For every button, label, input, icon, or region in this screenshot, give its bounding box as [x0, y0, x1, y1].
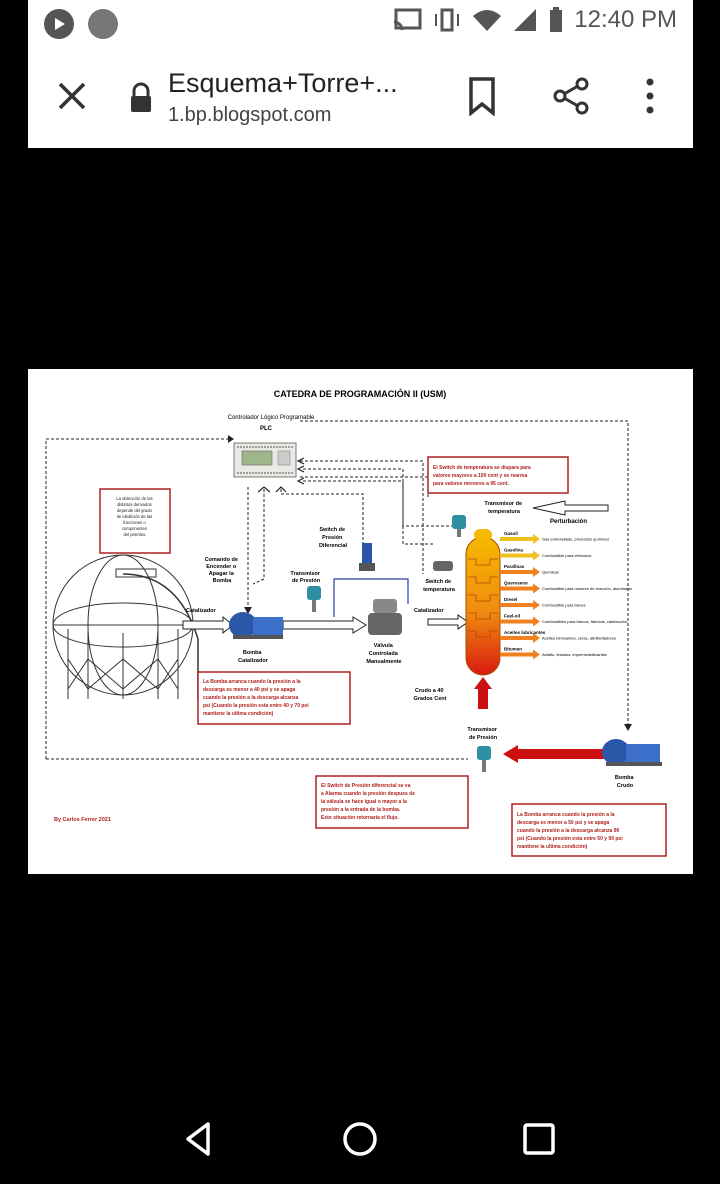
record-notification-icon [88, 9, 118, 39]
back-icon[interactable] [174, 1116, 224, 1162]
fraction-name: Aceites lubricantes [504, 630, 546, 635]
fraction-name: Gasolina [504, 548, 524, 553]
differential-switch-info-box: El Switch de Presión diferencial se va a… [315, 775, 469, 829]
cast-icon [394, 8, 422, 31]
fraction-use: Gas embotellado, productos químicos [542, 537, 609, 542]
fraction-use: Químicas [542, 570, 559, 575]
browser-toolbar: Esquema+Torre+... 1.bp.blogspot.com [28, 46, 693, 148]
fraction-arrow [500, 550, 540, 561]
catalyst-pump [229, 612, 283, 639]
fraction-use: Combustibles para barcos, fábricas, cale… [542, 619, 627, 624]
recents-icon[interactable] [514, 1116, 564, 1162]
fraction-name: Fuel-oil [504, 614, 520, 619]
fraction-name: Queroseno [504, 581, 528, 586]
fraction-arrow [500, 649, 540, 660]
transmisor-presion-label: Transmisor de Presión [290, 571, 321, 584]
control-valve [368, 599, 402, 635]
transmisor-temp-label: Transmisor de temperatura [484, 501, 523, 515]
fraction-use: Combustible para trenes [542, 603, 586, 608]
close-icon[interactable] [54, 78, 90, 114]
fraction-use: Aceites lubricantes, ceras, abrillantado… [542, 636, 616, 641]
differential-pressure-line [333, 578, 409, 617]
author-credit: By Carlos Ferrer 2021 [54, 817, 111, 823]
plc-short-label: PLC [260, 426, 273, 432]
svg-text:El Switch de Presión diferenci: El Switch de Presión diferencial se va a… [321, 783, 416, 821]
fraction-name: Parafinas [504, 564, 525, 569]
page-url[interactable]: 1.bp.blogspot.com [168, 104, 332, 126]
pressure-transmitter-bottom [477, 746, 491, 772]
switch-presion-label: Switch de Presión Diferencial [319, 527, 348, 549]
catalizador-label-left: Catalizador [186, 608, 217, 614]
more-options-icon[interactable] [640, 76, 660, 116]
signal-icon [514, 9, 537, 31]
diagram-title: CATEDRA DE PROGRAMACIÓN II (USM) [274, 388, 447, 399]
switch-temp-label: Switch de temperatura [423, 579, 456, 593]
transmisor-presion-bottom-label: Transmisor de Presión [467, 727, 498, 741]
fraction-name: Diesel [504, 597, 517, 602]
bomba-catalizador-label: Bomba Catalizador [238, 650, 269, 664]
bomba-crudo-label: Bomba Crudo [615, 775, 635, 789]
fraction-arrow [500, 600, 540, 610]
fraction-name: Bitumen [504, 647, 522, 652]
crudo-inlet-arrow [474, 677, 492, 709]
vibrate-icon [435, 8, 460, 32]
diagram-svg: CATEDRA DE PROGRAMACIÓN II (USM) Control… [45, 388, 667, 857]
temperature-switch [433, 561, 453, 571]
temperature-transmitter [452, 515, 466, 537]
fraction-name: Gasoil [504, 531, 518, 536]
svg-text:La obtención de los dist: La obtención de los distintos derivados … [116, 496, 154, 537]
clock: 12:40 PM [574, 6, 677, 33]
perturbacion-label: Perturbación [550, 519, 587, 525]
home-icon[interactable] [335, 1116, 385, 1162]
flow-arrows [182, 500, 609, 635]
battery-icon [550, 7, 563, 32]
fraction-use: Asfalto, lesados, impermeabilizantes [542, 652, 607, 657]
fraction-use: Combustible para motores de reacción, al… [542, 586, 633, 591]
comando-label: Comando de Encender o Apagar la Bomba [205, 557, 240, 584]
catalizador-label-right: Catalizador [414, 608, 445, 614]
valvula-label: Válvula Controlada Manualmente [366, 643, 401, 665]
catalyst-pump-info-box: La Bomba arranca cuando la presión a la … [197, 671, 351, 725]
bookmark-icon[interactable] [466, 76, 498, 116]
fraction-arrow [500, 567, 540, 577]
control-arrowheads [228, 435, 632, 731]
play-notification-icon [44, 9, 74, 39]
plc-label: Controlador Lógico Programable [228, 415, 315, 421]
fraction-use: Combustible para vehículos [542, 553, 591, 558]
fraction-arrow [500, 583, 540, 594]
navigation-bar [0, 1094, 720, 1184]
svg-text:La Bomba arranca cuando la pre: La Bomba arranca cuando la presión a la … [203, 679, 310, 717]
crudo-label: Crudo a 40 Grados Cent [413, 688, 446, 702]
crudo-flow-arrow [503, 745, 613, 763]
svg-text:La Bomba arranca cuando la pre: La Bomba arranca cuando la presión a la … [517, 812, 624, 850]
process-diagram-image[interactable]: CATEDRA DE PROGRAMACIÓN II (USM) Control… [28, 369, 693, 874]
fraction-arrow [500, 534, 540, 544]
pressure-transmitter [307, 586, 321, 612]
spherical-tank [52, 554, 199, 699]
plc-device [233, 442, 297, 478]
svg-text:El Switch de temperatura se di: El Switch de temperatura se dispara para… [433, 465, 532, 487]
distillation-tower [465, 529, 501, 676]
page-title: Esquema+Torre+... [168, 68, 398, 98]
differential-pressure-switch [359, 543, 375, 571]
fractions-info-box: La obtención de los distintos derivados … [99, 488, 171, 554]
status-bar: 12:40 PM [28, 0, 693, 46]
crude-pump [602, 739, 662, 766]
fraction-arrow [500, 616, 540, 627]
wifi-icon [473, 10, 502, 31]
lock-icon [131, 82, 151, 112]
fraction-arrow [500, 633, 540, 643]
crude-pump-info-box: La Bomba arranca cuando la presión a la … [511, 803, 667, 857]
temperature-switch-box: El Switch de temperatura se dispara para… [427, 456, 569, 494]
share-icon[interactable] [552, 76, 592, 116]
